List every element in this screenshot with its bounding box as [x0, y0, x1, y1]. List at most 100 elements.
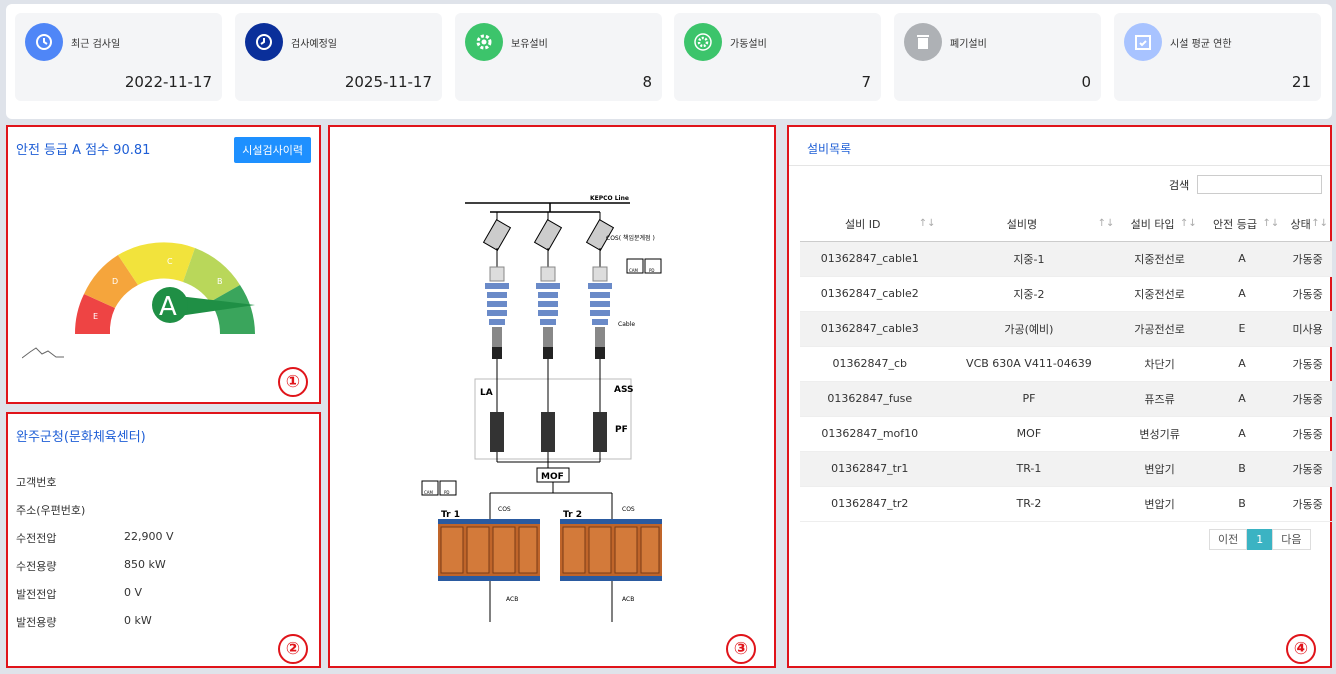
gauge-hub	[152, 287, 188, 323]
marker-1: ①	[278, 367, 308, 397]
tr1-label: Tr 1	[441, 510, 460, 520]
card-value: 2025-11-17	[344, 73, 432, 91]
column-equipment-type[interactable]: 설비 타입↑↓	[1118, 207, 1201, 242]
card-last-inspection: 최근 검사일 2022-11-17	[15, 13, 222, 101]
pagination: 이전 1 다음	[1209, 529, 1311, 550]
card-value: 2022-11-17	[124, 73, 212, 91]
trend-chart-icon[interactable]	[22, 345, 64, 361]
gauge-segment-c	[118, 242, 195, 285]
cos-label-2: COS	[622, 506, 635, 513]
gauge-segment-d	[84, 255, 138, 308]
equipment-list-title: 설비목록	[807, 142, 852, 156]
transformer-2	[560, 519, 662, 581]
tr2-label: Tr 2	[563, 510, 582, 520]
acb-label-2: ACB	[622, 596, 634, 603]
facility-name: 완주군청(문화체육센터)	[16, 430, 146, 445]
acb-label-1: ACB	[506, 596, 518, 603]
gauge-needle	[170, 295, 255, 317]
safety-gauge: E D C B A	[74, 242, 255, 334]
card-next-inspection: 검사예정일 2025-11-17	[235, 13, 442, 101]
pf-label: PF	[615, 425, 628, 435]
card-owned-equipment: 보유설비 8	[455, 13, 662, 101]
safety-grade-panel: 안전 등급 A 점수 90.81 시설검사이력 E D C B A ①	[6, 125, 321, 404]
single-line-diagram-panel: KEPCO Line COS( 책임분계점 ) Cable CAM PD LA A…	[328, 125, 776, 668]
card-value: 8	[642, 73, 652, 91]
cos-switch-group	[482, 212, 615, 251]
kepco-line-label: KEPCO Line	[590, 195, 629, 202]
column-equipment-id[interactable]: 설비 ID↑↓	[800, 207, 940, 242]
la-label: LA	[480, 388, 493, 398]
gauge-label-b: B	[217, 277, 223, 286]
search-input[interactable]	[1197, 175, 1322, 194]
inspection-history-button[interactable]: 시설검사이력	[234, 137, 311, 163]
marker-2: ②	[278, 634, 308, 664]
cable-label: Cable	[618, 321, 635, 328]
gauge-segment-e	[74, 294, 115, 334]
cos-label: COS( 책임분계점 )	[606, 234, 655, 242]
card-average-age: 시설 평균 연한 21	[1114, 13, 1321, 101]
gauge-segment-b	[183, 248, 240, 302]
card-label: 보유설비	[511, 39, 548, 50]
card-label: 검사예정일	[291, 39, 337, 50]
card-value: 21	[1291, 73, 1311, 91]
sort-icon: ↑↓	[1097, 218, 1115, 229]
card-label: 폐기설비	[950, 39, 987, 50]
sort-icon: ↑↓	[1311, 218, 1328, 229]
cam-label: CAM	[424, 490, 434, 495]
equipment-list-panel: 설비목록 검색 설비 ID↑↓ 설비명↑↓ 설비 타입↑↓ 안전 등급↑↓ 상태…	[787, 125, 1332, 668]
pd-label: PD	[649, 268, 655, 273]
gauge-segment-a	[210, 285, 255, 334]
card-disposed-equipment: 폐기설비 0	[894, 13, 1101, 101]
info-row: 고객번호	[16, 476, 57, 489]
card-label: 최근 검사일	[71, 39, 121, 50]
transformer-1	[438, 519, 540, 581]
clock-icon	[25, 23, 63, 61]
single-line-diagram: KEPCO Line COS( 책임분계점 ) Cable CAM PD LA A…	[421, 195, 662, 622]
ass-label: ASS	[614, 385, 634, 395]
sort-icon: ↑↓	[918, 218, 936, 229]
card-operating-equipment: 가동설비 7	[674, 13, 881, 101]
column-equipment-name[interactable]: 설비명↑↓	[939, 207, 1119, 242]
page-1-button[interactable]: 1	[1247, 529, 1273, 550]
cable-group	[485, 248, 612, 359]
card-label: 가동설비	[730, 39, 767, 50]
gauge-label-d: D	[112, 277, 118, 286]
gauge-label-c: C	[167, 257, 173, 266]
search-label: 검색	[1169, 179, 1190, 192]
gear-icon	[465, 23, 503, 61]
cam-label: CAM	[629, 268, 639, 273]
clock-icon	[245, 23, 283, 61]
gear-cycle-icon	[684, 23, 722, 61]
info-row: 주소(우편번호)	[16, 504, 86, 517]
prev-page-button[interactable]: 이전	[1209, 529, 1248, 550]
mof-label: MOF	[541, 472, 564, 482]
card-value: 7	[861, 73, 871, 91]
calendar-check-icon	[1124, 23, 1162, 61]
gauge-label-e: E	[93, 312, 98, 321]
equipment-table: 설비 ID↑↓ 설비명↑↓ 설비 타입↑↓ 안전 등급↑↓ 상태↑↓ 01362…	[800, 207, 1332, 522]
column-safety-grade[interactable]: 안전 등급↑↓	[1200, 207, 1284, 242]
next-page-button[interactable]: 다음	[1272, 529, 1311, 550]
gauge-grade: A	[159, 292, 177, 322]
marker-4: ④	[1286, 634, 1316, 664]
cos-label-1: COS	[498, 506, 511, 513]
pd-label: PD	[444, 490, 450, 495]
safety-title: 안전 등급 A 점수 90.81	[16, 143, 151, 158]
sort-icon: ↑↓	[1262, 218, 1280, 229]
column-status[interactable]: 상태↑↓	[1283, 207, 1332, 242]
summary-bar: 최근 검사일 2022-11-17 검사예정일 2025-11-17 보유설비 …	[6, 4, 1332, 119]
marker-3: ③	[726, 634, 756, 664]
